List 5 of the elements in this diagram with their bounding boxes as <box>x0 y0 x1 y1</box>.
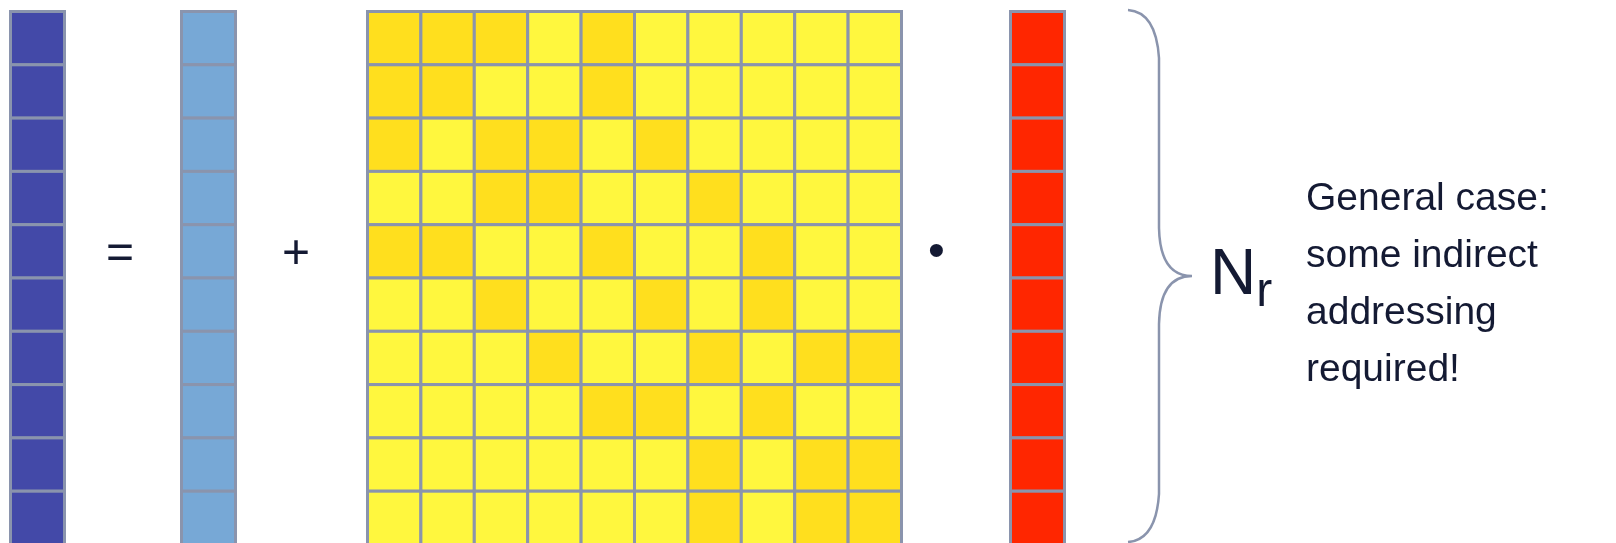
equals-sign: = <box>106 228 135 276</box>
note-text: General case: some indirect addressing required! <box>1306 174 1550 391</box>
plus-sign: + <box>282 228 311 276</box>
multiplication-dot: • <box>928 226 945 274</box>
dimension-label: N$_{r}$ <box>1210 240 1273 304</box>
